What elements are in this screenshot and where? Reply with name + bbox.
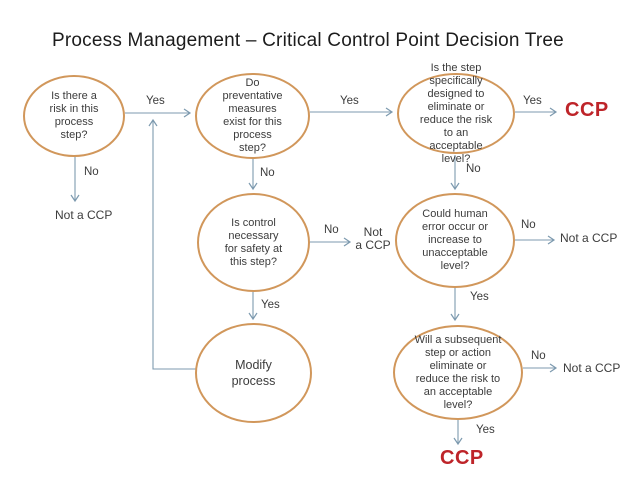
node-risk-step: Is there a risk in this process step?: [23, 75, 125, 157]
node-step-designed: Is the step specifically designed to eli…: [397, 62, 515, 165]
node-control-necessary-label: Is control necessary for safety at this …: [224, 216, 283, 268]
terminal-ccp-bottom: CCP: [440, 447, 484, 469]
node-risk-step-label: Is there a risk in this process step?: [49, 90, 99, 141]
edge-label-human-yes: Yes: [470, 291, 489, 303]
terminal-risk-not-a-ccp: Not a CCP: [55, 208, 113, 222]
node-step-designed-label: Is the step specifically designed to eli…: [419, 61, 493, 165]
edge-label-control-no: No: [324, 224, 339, 236]
edge-label-designed-yes: Yes: [523, 95, 542, 107]
edge-label-risk-no: No: [84, 166, 99, 178]
arrow-modify-feedback: [148, 118, 196, 370]
node-subsequent-step: Will a subsequent step or action elimina…: [393, 325, 523, 420]
edge-label-human-no: No: [521, 219, 536, 231]
terminal-control-not-a-ccp: Not a CCP: [355, 225, 391, 252]
terminal-human-not-a-ccp: Not a CCP: [560, 231, 618, 245]
edge-label-designed-no: No: [466, 163, 481, 175]
edge-label-risk-yes: Yes: [146, 95, 165, 107]
edge-label-preventative-no: No: [260, 167, 275, 179]
node-preventative-measures: Do preventative measures exist for this …: [195, 73, 310, 159]
node-modify-process: Modify process: [195, 323, 312, 423]
node-human-error: Could human error occur or increase to u…: [395, 193, 515, 288]
edge-label-control-yes: Yes: [261, 299, 280, 311]
node-subsequent-step-label: Will a subsequent step or action elimina…: [414, 333, 502, 411]
node-control-necessary: Is control necessary for safety at this …: [197, 193, 310, 292]
terminal-subsequent-not-a-ccp: Not a CCP: [563, 361, 621, 375]
page-title: Process Management – Critical Control Po…: [52, 30, 564, 51]
node-modify-process-label: Modify process: [231, 358, 276, 388]
node-human-error-label: Could human error occur or increase to u…: [421, 208, 489, 272]
edge-label-preventative-yes: Yes: [340, 95, 359, 107]
node-preventative-measures-label: Do preventative measures exist for this …: [222, 77, 283, 154]
terminal-ccp-top: CCP: [565, 99, 609, 121]
edge-label-subsequent-no: No: [531, 350, 546, 362]
edge-label-subsequent-yes: Yes: [476, 424, 495, 436]
